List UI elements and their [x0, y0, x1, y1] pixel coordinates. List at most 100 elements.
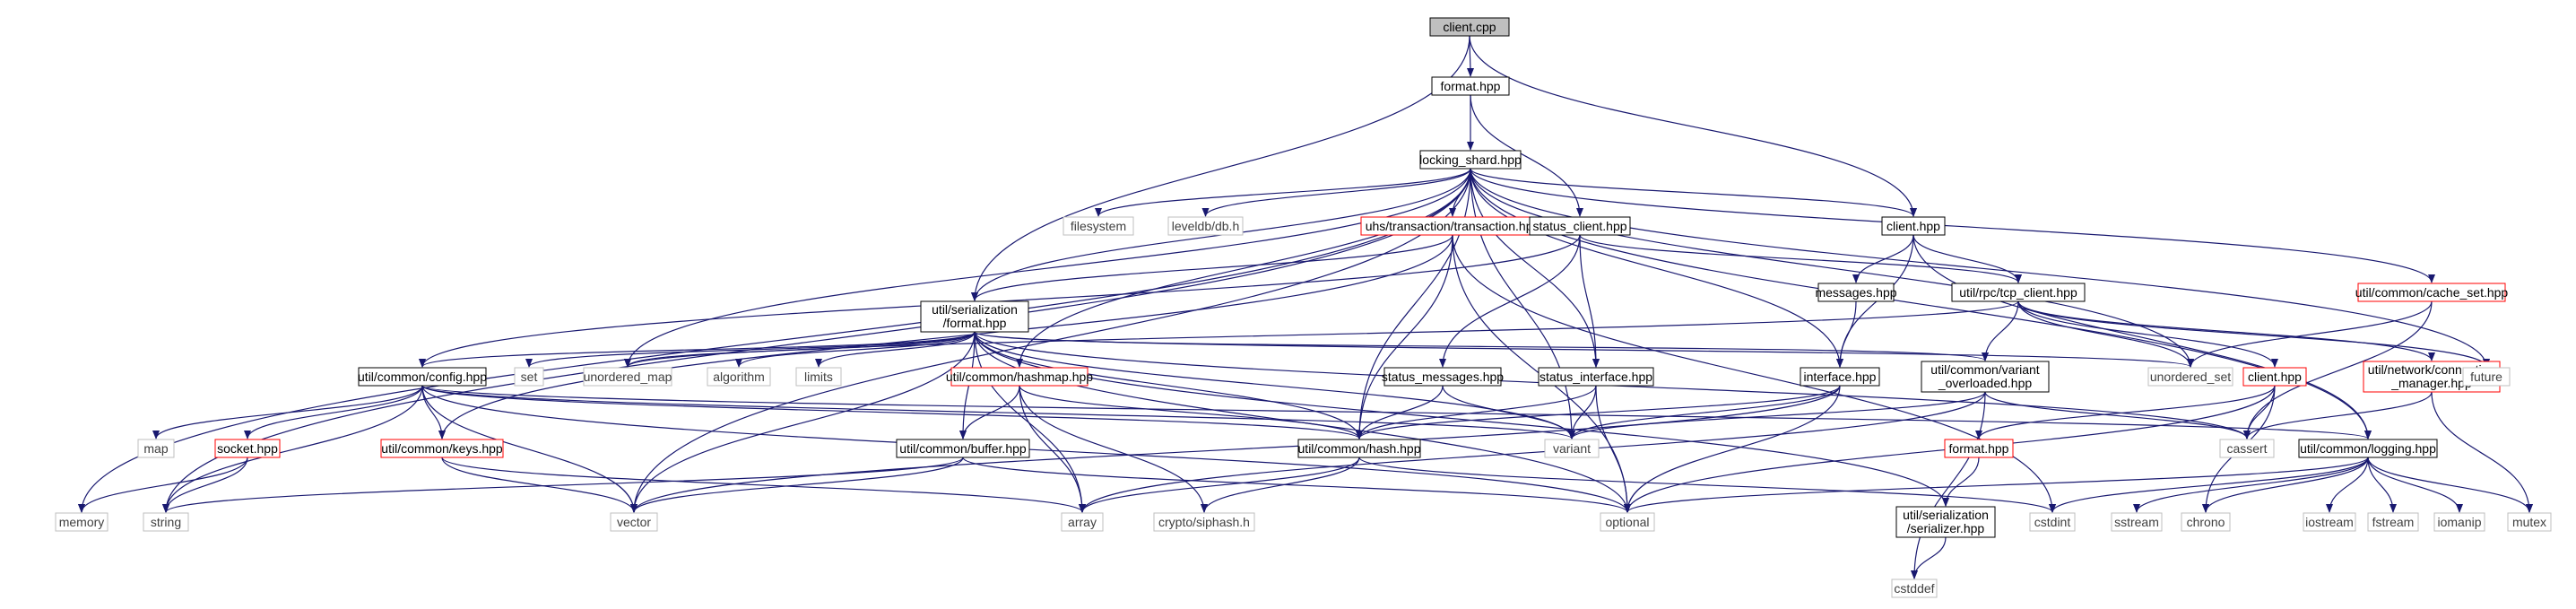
node-buffer-hpp[interactable]: util/common/buffer.hpp	[896, 439, 1030, 458]
node-status-interface[interactable]: status_interface.hpp	[1538, 367, 1654, 387]
node-box	[380, 439, 504, 458]
node-box	[55, 512, 108, 532]
node-uhs-transaction[interactable]: uhs/transaction/transaction.hpp	[1360, 216, 1545, 236]
node-tcp-client[interactable]: util/rpc/tcp_client.hpp	[1951, 283, 2086, 302]
edge-client_hpp-to-tcp_client	[1912, 234, 2022, 283]
node-box	[2507, 512, 2552, 532]
node-label: leveldb/db.h	[1172, 219, 1240, 233]
node-box	[1429, 17, 1510, 37]
node-variant-overloaded[interactable]: util/common/variant_overloaded.hpp	[1921, 361, 2050, 393]
node-label: algorithm	[713, 370, 765, 384]
edge-status_interface-to-hash_hpp	[1356, 385, 1597, 439]
edge-logging_hpp-to-mutex	[2367, 457, 2533, 513]
edge-config_hpp-to-variant	[421, 385, 1575, 439]
node-ser-serializer[interactable]: util/serialization/serializer.hpp	[1895, 506, 1996, 538]
node-logging-hpp[interactable]: util/common/logging.hpp	[2298, 439, 2438, 458]
node-socket-hpp[interactable]: socket.hpp	[214, 439, 281, 458]
node-label: set	[521, 370, 538, 384]
node-hash-hpp[interactable]: util/common/hash.hpp	[1297, 439, 1421, 458]
node-box	[2111, 512, 2163, 532]
node-label: limits	[804, 370, 833, 384]
node-cassert: cassert	[2219, 439, 2275, 458]
node-box	[2181, 512, 2231, 532]
node-sstream: sstream	[2111, 512, 2163, 532]
node-label: vector	[617, 515, 651, 529]
edge-interface_hpp-to-optional	[1624, 385, 1841, 513]
node-label: status_client.hpp	[1532, 219, 1626, 233]
node-label: cstdint	[2034, 515, 2071, 529]
node-label: cassert	[2226, 441, 2267, 456]
node-ser-format[interactable]: util/serialization/format.hpp	[920, 300, 1029, 333]
node-label: client.cpp	[1443, 20, 1496, 34]
node-keys-hpp[interactable]: util/common/keys.hpp	[380, 439, 504, 458]
node-box	[1891, 579, 1938, 598]
node-algorithm: algorithm	[707, 367, 771, 387]
node-box	[2433, 512, 2485, 532]
node-iostream: iostream	[2303, 512, 2356, 532]
node-label: interface.hpp	[1804, 370, 1877, 384]
node-box	[143, 512, 189, 532]
edge-ser_serializer-to-cstddef	[1911, 536, 1947, 579]
edge-locking_shard-to-memory	[78, 168, 1471, 513]
node-box	[2029, 512, 2076, 532]
node-cstdint: cstdint	[2029, 512, 2076, 532]
node-status-client[interactable]: status_client.hpp	[1529, 216, 1631, 236]
edge-locking_shard-to-hashmap	[1016, 168, 1471, 368]
edge-socket_hpp-to-string	[162, 457, 248, 513]
node-set: set	[514, 367, 544, 387]
node-mutex: mutex	[2507, 512, 2552, 532]
edge-config_hpp-to-logging_hpp	[421, 385, 2372, 439]
node-hashmap[interactable]: util/common/hashmap.hpp	[946, 367, 1093, 387]
node-label: util/common/logging.hpp	[2300, 441, 2436, 456]
node-box	[2357, 283, 2506, 302]
edge-locking_shard-to-leveldb	[1201, 168, 1471, 217]
node-client-hpp[interactable]: client.hpp	[1881, 216, 1946, 236]
node-variant: variant	[1544, 439, 1600, 458]
node-box	[2242, 367, 2307, 387]
edge-tcp_client-to-future	[2017, 300, 2490, 368]
node-client-cpp[interactable]: client.cpp	[1429, 17, 1510, 37]
edge-tcp_client-to-unordered_map	[624, 300, 2019, 368]
edge-ser_format-to-unordered_set	[974, 331, 2194, 368]
node-rpc-client[interactable]: client.hpp	[2242, 367, 2307, 387]
edge-logging_hpp-to-sstream	[2133, 457, 2369, 513]
node-box	[1600, 512, 1655, 532]
node-map: map	[137, 439, 175, 458]
edge-status_client-to-tcp_client	[1579, 234, 2022, 283]
node-filesystem: filesystem	[1062, 216, 1134, 236]
edge-locking_shard-to-client_hpp	[1470, 168, 1917, 217]
edge-locking_shard-to-filesystem	[1095, 168, 1471, 217]
node-status-messages[interactable]: status_messages.hpp	[1382, 367, 1504, 387]
node-label: future	[2470, 370, 2502, 384]
edge-format_hpp2-to-ser_serializer	[1942, 457, 1980, 507]
node-box	[1167, 216, 1244, 236]
node-box	[514, 367, 544, 387]
node-box	[1800, 367, 1880, 387]
node-box	[795, 367, 842, 387]
node-label: format.hpp	[1949, 441, 2009, 456]
node-label: util/common/keys.hpp	[381, 441, 503, 456]
node-locking-shard[interactable]: locking_shard.hpp	[1419, 150, 1522, 170]
edge-conn_manager-to-mutex	[2431, 391, 2533, 513]
edge-logging_hpp-to-cstdint	[2049, 457, 2369, 513]
node-interface-hpp[interactable]: interface.hpp	[1800, 367, 1880, 387]
node-format-hpp[interactable]: format.hpp	[1431, 76, 1510, 96]
node-label: array	[1068, 515, 1097, 529]
node-fstream: fstream	[2367, 512, 2419, 532]
edge-ser_format-to-ser_serializer	[974, 331, 1949, 507]
node-label: util/serialization	[1903, 508, 1989, 522]
node-box	[1297, 439, 1421, 458]
node-cache-set[interactable]: util/common/cache_set.hpp	[2355, 283, 2509, 302]
node-messages-hpp[interactable]: messages.hpp	[1815, 283, 1897, 302]
node-config-hpp[interactable]: util/common/config.hpp	[358, 367, 487, 387]
edge-client_hpp-to-messages_hpp	[1852, 234, 1914, 283]
node-format-hpp2[interactable]: format.hpp	[1944, 439, 2014, 458]
node-box	[1895, 506, 1996, 538]
node-box	[920, 300, 1029, 333]
node-label: string	[151, 515, 181, 529]
node-label: unordered_map	[584, 370, 672, 384]
edge-cache_set-to-cassert	[2243, 300, 2433, 439]
edge-buffer_hpp-to-string	[162, 457, 964, 513]
node-label: uhs/transaction/transaction.hpp	[1366, 219, 1540, 233]
node-label: variant	[1553, 441, 1591, 456]
